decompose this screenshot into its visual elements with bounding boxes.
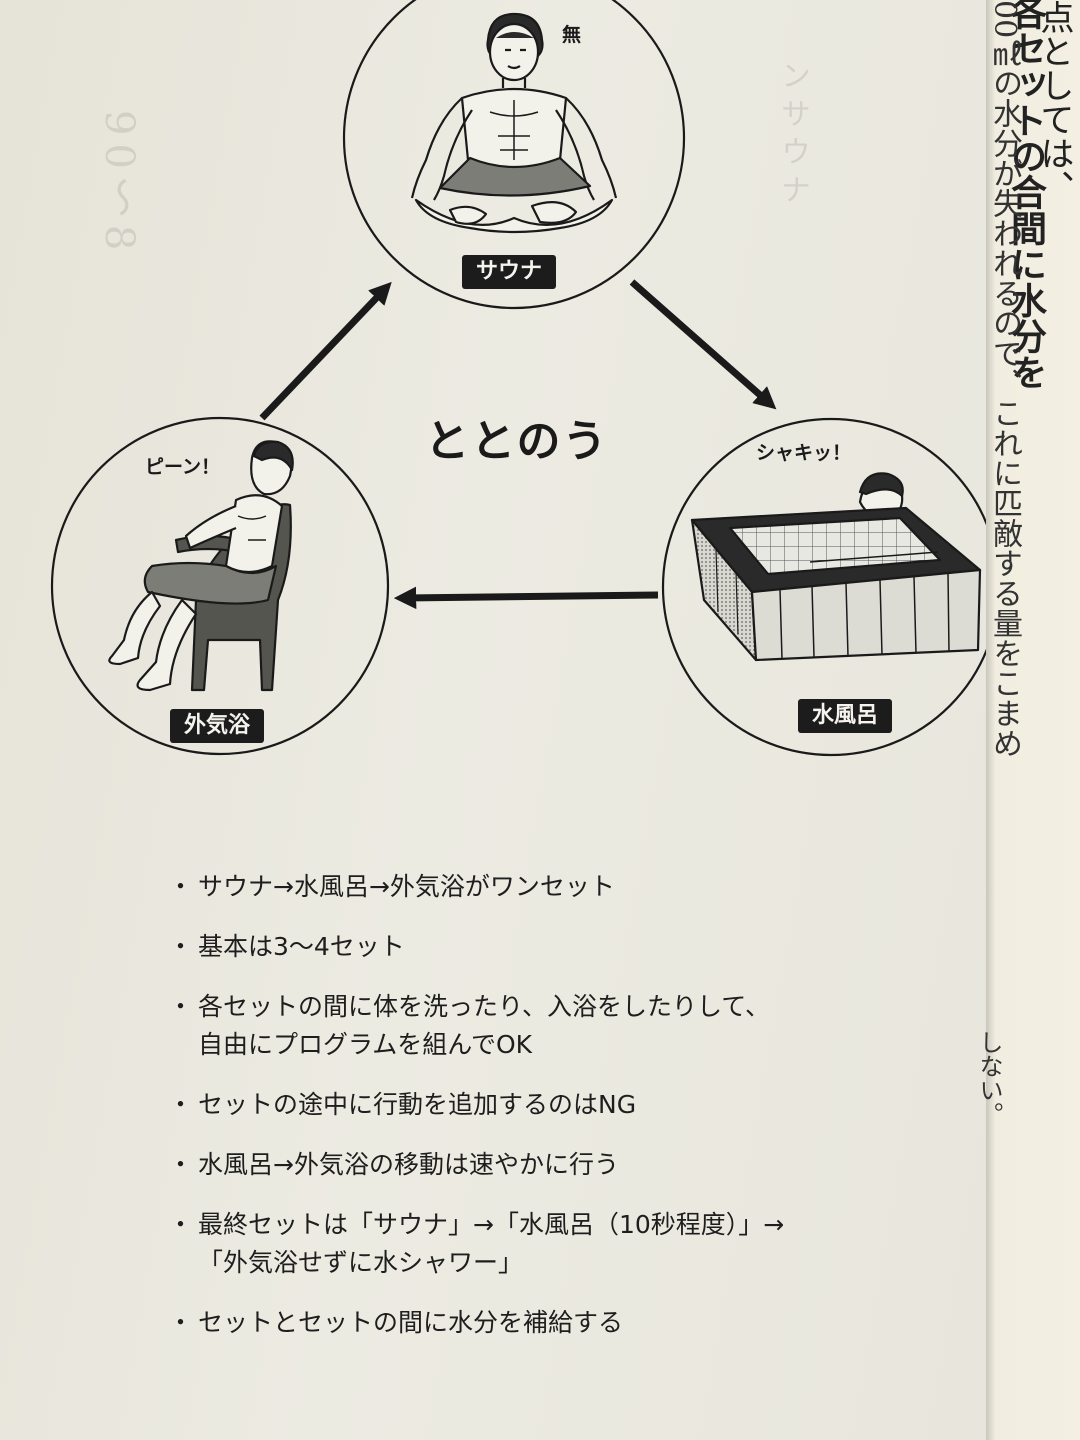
arrow-cold-bath-to-rest (393, 586, 659, 610)
sauna-cycle-diagram (50, 0, 1001, 757)
bullet-marker: ・ (168, 932, 194, 961)
bullet-marker: ・ (168, 872, 194, 901)
cold-bath-expression: シャキッ！ (756, 442, 852, 464)
list-item: ・ 水風呂→外気浴の移動は速やかに行う (168, 1146, 928, 1184)
facing-page-text: 00㎖の水分が失われるので、これに匹敵する量をこまめ (987, 0, 1022, 759)
diagram-title: ととのう (425, 416, 609, 467)
facing-page-text: 各セットの合間に水分を (1005, 0, 1047, 390)
facing-page-text: しない。 (975, 1030, 1003, 1126)
bullet-marker: ・ (168, 1210, 194, 1239)
list-item: ・ セットとセットの間に水分を補給する (168, 1304, 928, 1342)
outdoor-rest-label: 外気浴 (170, 709, 265, 743)
sauna-label: サウナ (462, 255, 557, 289)
list-item-text: 最終セットは「サウナ」→「水風呂（10秒程度）」→ (198, 1210, 785, 1239)
meditating-man-icon (410, 12, 618, 234)
list-item-text: サウナ→水風呂→外気浴がワンセット (198, 872, 615, 901)
facing-page-text: 点としては、 (1034, 0, 1074, 204)
bullet-marker: ・ (168, 1090, 194, 1119)
list-item-text: セットの途中に行動を追加するのはNG (198, 1090, 637, 1119)
man-in-chair-icon (108, 440, 294, 692)
list-item: ・ 最終セットは「サウナ」→「水風呂（10秒程度）」→ 「外気浴せずに水シャワー… (168, 1206, 928, 1282)
list-item-text: 基本は3〜4セット (198, 932, 405, 961)
list-item-text: セットとセットの間に水分を補給する (198, 1308, 624, 1337)
bullet-marker: ・ (168, 1150, 194, 1179)
cold-bath-man-icon (690, 472, 982, 662)
list-item: ・ 基本は3〜4セット (168, 928, 928, 966)
bullet-list: ・ サウナ→水風呂→外気浴がワンセット ・ 基本は3〜4セット ・ 各セットの間… (168, 868, 928, 1342)
arrow-rest-to-sauna (259, 281, 392, 421)
sauna-expression: 無 (562, 24, 582, 46)
list-item-text: 自由にプログラムを組んでOK (198, 1030, 533, 1059)
list-item: ・ 各セットの間に体を洗ったり、入浴をしたりして、 自由にプログラムを組んでOK (168, 988, 928, 1064)
arrow-sauna-to-cold-bath (629, 279, 777, 410)
bullet-marker: ・ (168, 1308, 194, 1337)
list-item-text: 各セットの間に体を洗ったり、入浴をしたりして、 (198, 992, 771, 1021)
list-item: ・ セットの途中に行動を追加するのはNG (168, 1086, 928, 1124)
outdoor-rest-circle (50, 416, 390, 756)
book-page: 90〜8 ンサウナ (0, 0, 1001, 1440)
outdoor-rest-expression: ピーン！ (145, 456, 221, 478)
bleed-through-text: ンサウナ (775, 60, 810, 212)
list-item: ・ サウナ→水風呂→外気浴がワンセット (168, 868, 928, 906)
cold-bath-label: 水風呂 (798, 699, 893, 733)
list-item-text: 水風呂→外気浴の移動は速やかに行う (198, 1150, 619, 1179)
facing-page: 各セットの合間に水分を 00㎖の水分が失われるので、これに匹敵する量をこまめ 点… (975, 0, 1080, 1440)
bleed-through-text: 90〜8 (96, 110, 142, 259)
sauna-circle (342, 0, 686, 310)
list-item-text: 「外気浴せずに水シャワー」 (198, 1248, 524, 1277)
bullet-marker: ・ (168, 992, 194, 1021)
